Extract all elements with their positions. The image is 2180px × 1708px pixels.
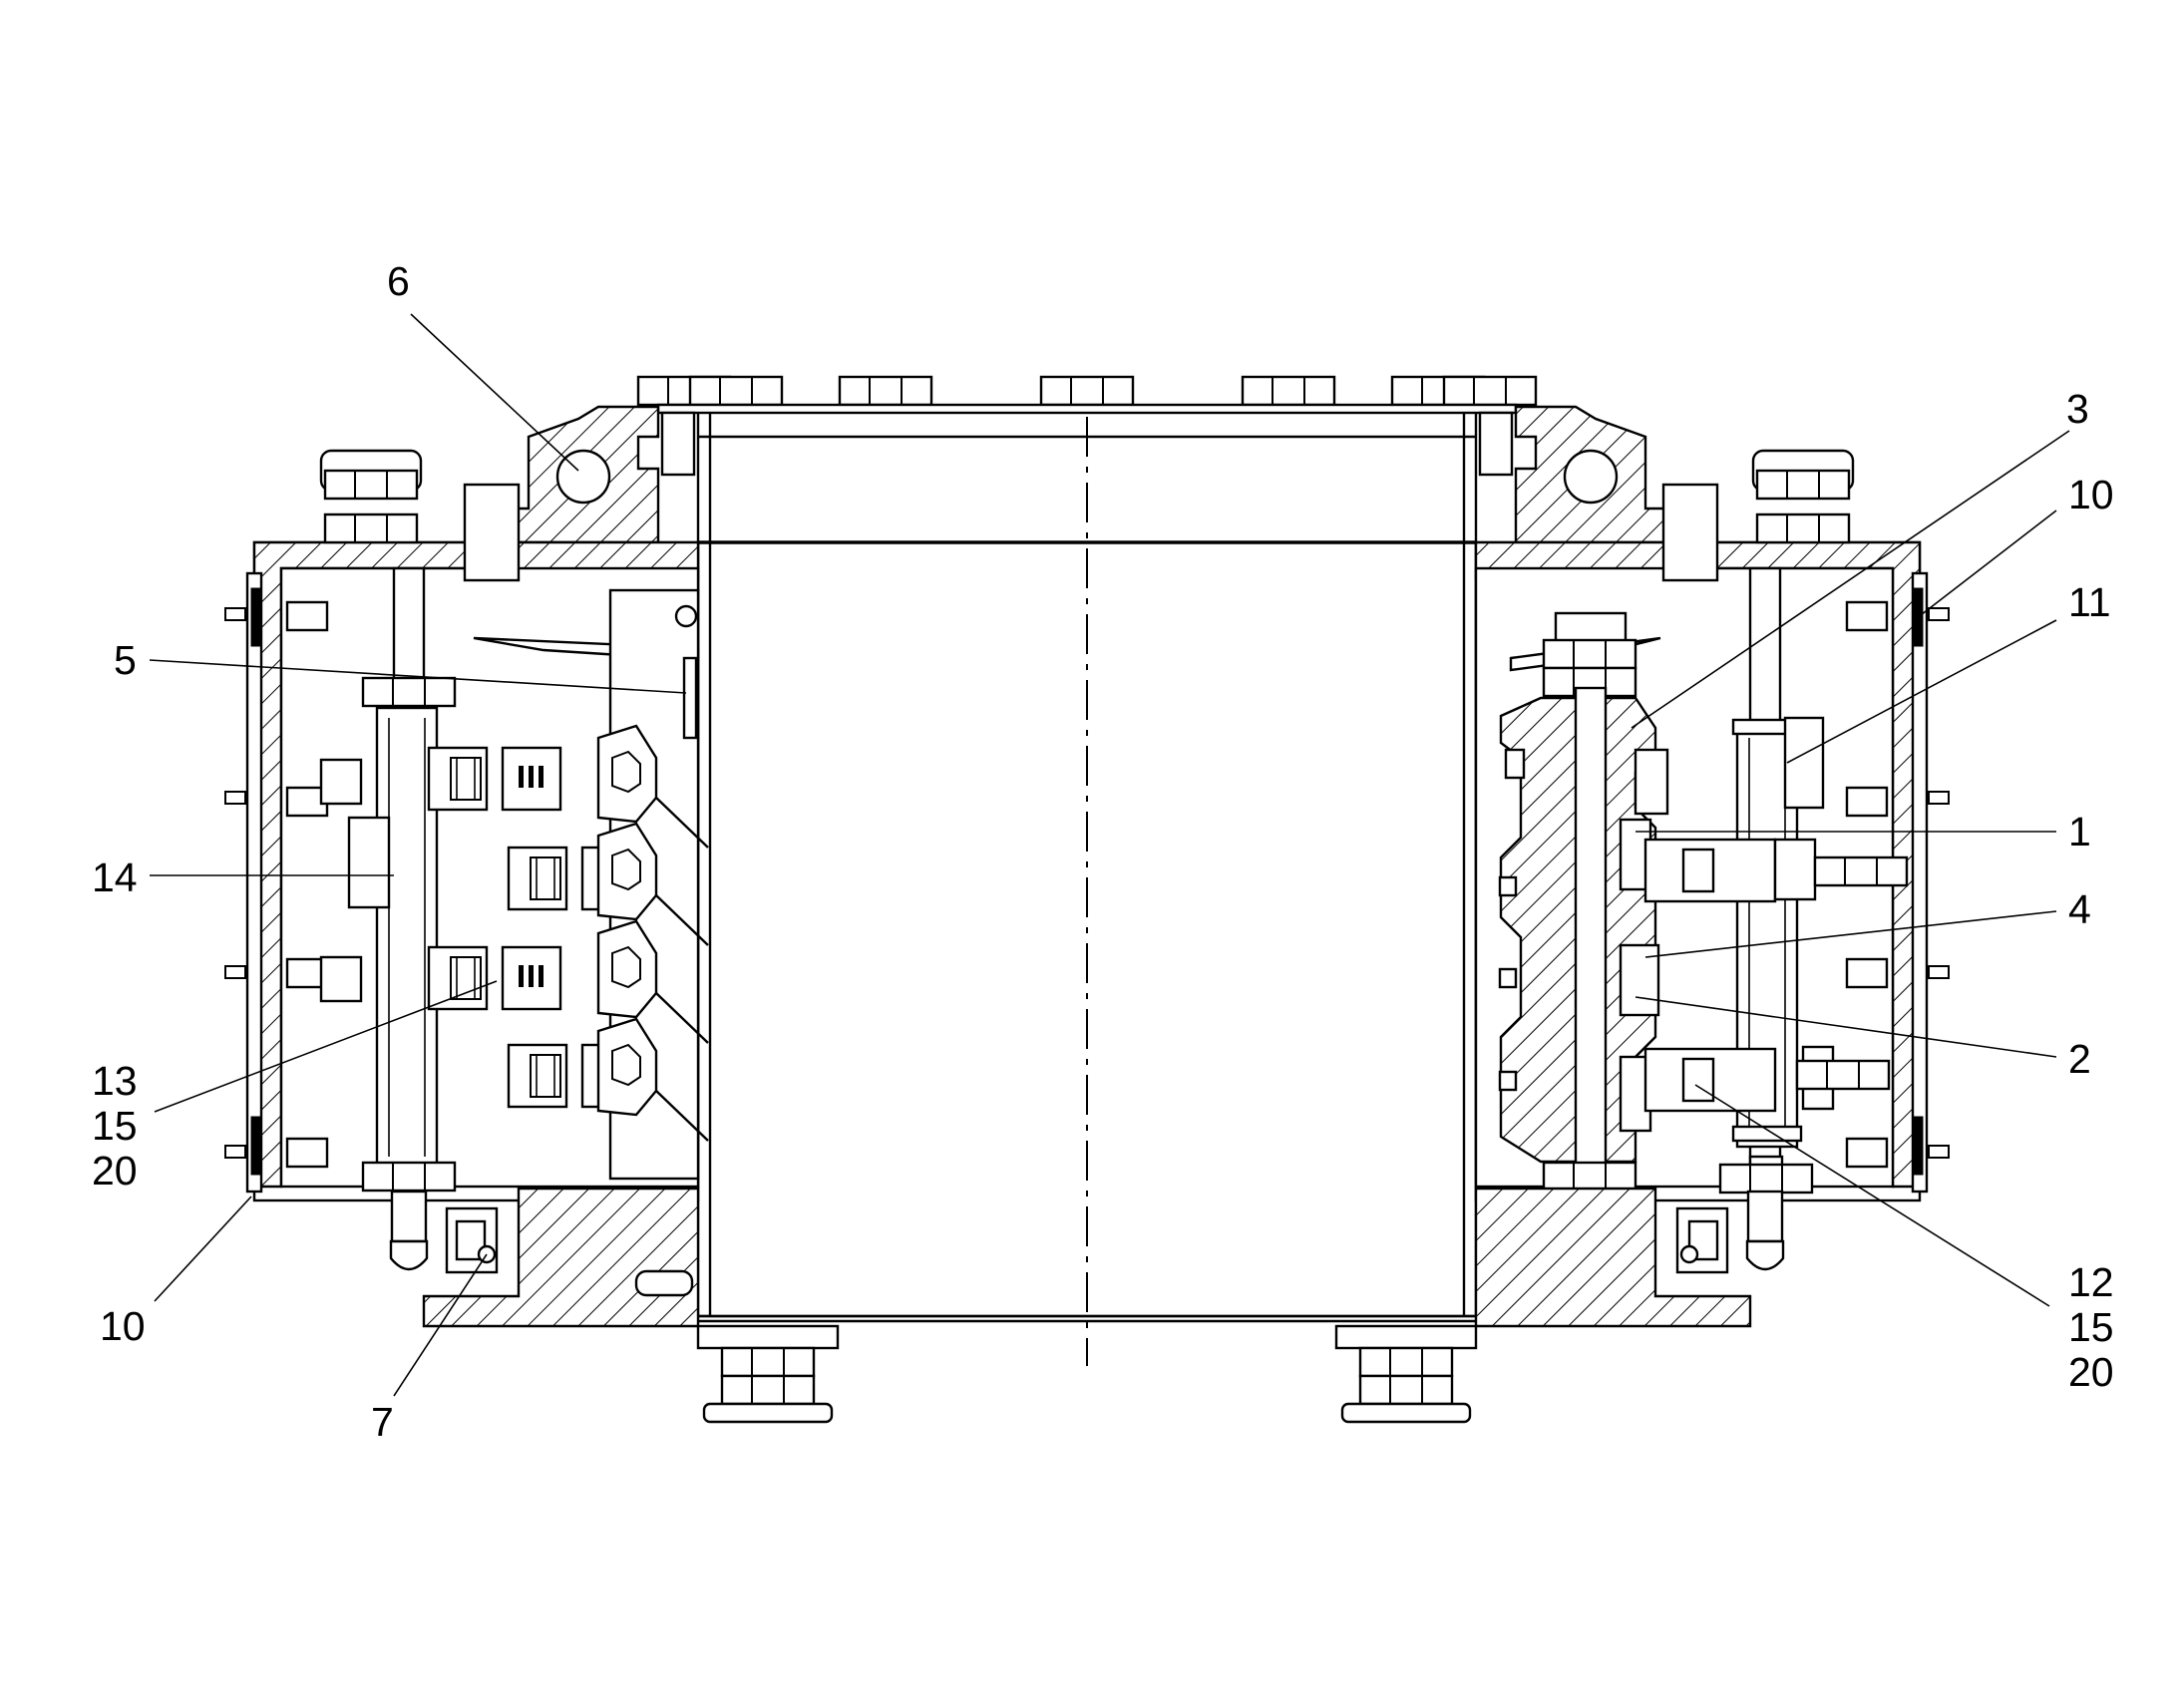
callout-2: 2: [2068, 1036, 2091, 1082]
callout-14: 14: [92, 854, 138, 900]
right-bearing-ball: [1563, 449, 1619, 505]
top-bolt-row: [636, 375, 1538, 407]
callout-15-right: 15: [2068, 1304, 2114, 1350]
callout-15-left: 15: [92, 1103, 138, 1149]
callout-7: 7: [371, 1399, 394, 1445]
right-rotor: [1498, 611, 1669, 1324]
callout-10-right: 10: [2068, 472, 2114, 517]
callout-labels: 6 5 14 13 15 20 10 7 3 10 11 1 4 2 12 15…: [92, 258, 2114, 1445]
callout-3: 3: [2066, 386, 2089, 432]
callout-6: 6: [387, 258, 410, 304]
callout-12: 12: [2068, 1259, 2114, 1305]
bottom-nuts: [696, 1324, 1478, 1424]
machine-body: [224, 375, 1950, 1424]
right-base: [1474, 1187, 1752, 1328]
left-clamp-assembly: [319, 724, 710, 1143]
leader-lines: [149, 313, 2070, 1397]
left-wall-bolts: [224, 571, 329, 1194]
callout-4: 4: [2068, 886, 2091, 932]
right-clamp-assembly: [1643, 838, 1909, 1113]
callout-20-left: 20: [92, 1148, 138, 1194]
callout-1: 1: [2068, 809, 2091, 854]
callout-5: 5: [114, 637, 137, 683]
callout-13: 13: [92, 1058, 138, 1104]
callout-11: 11: [2068, 579, 2111, 625]
callout-10-left: 10: [100, 1303, 146, 1349]
callout-20-right: 20: [2068, 1349, 2114, 1395]
left-base: [422, 1187, 700, 1328]
